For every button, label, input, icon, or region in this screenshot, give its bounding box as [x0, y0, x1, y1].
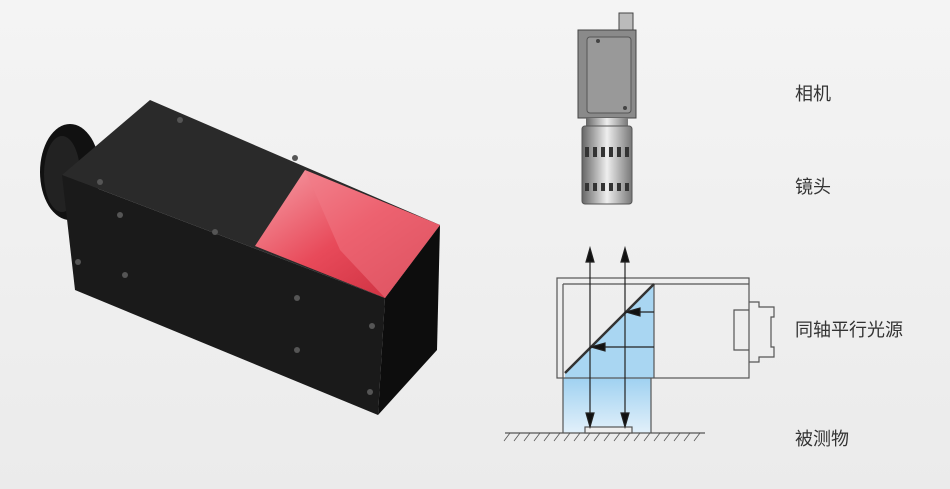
label-lens: 镜头 [795, 177, 831, 198]
label-light-source: 同轴平行光源 [795, 320, 903, 341]
label-camera: 相机 [795, 84, 831, 105]
front-face [62, 175, 385, 415]
lens-diagram [581, 118, 633, 205]
label-object: 被测物 [795, 429, 849, 450]
camera-diagram [577, 12, 637, 119]
light-source-diagram [503, 245, 775, 442]
side-face [378, 225, 440, 415]
coaxial-light-product [40, 100, 440, 415]
